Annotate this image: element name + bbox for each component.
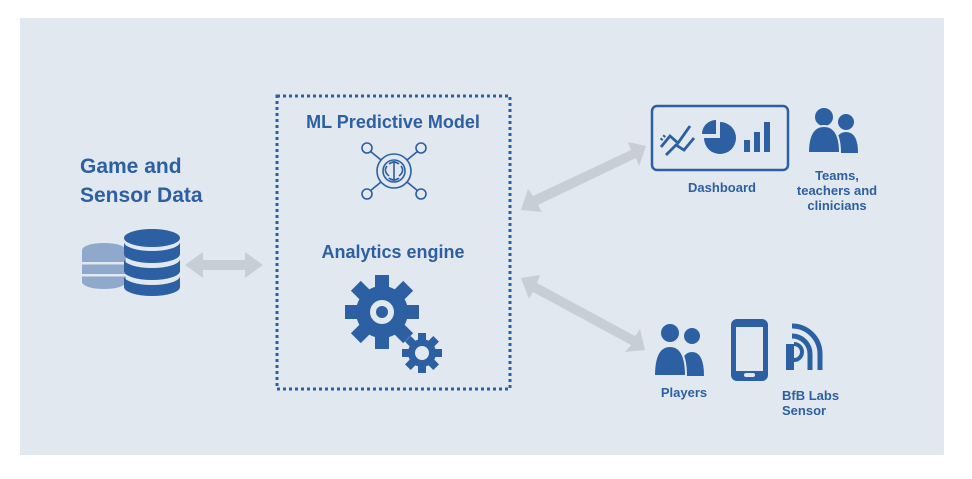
source-title: Game and Sensor Data [80, 152, 203, 210]
phone-icon [731, 319, 768, 381]
gears-icon [345, 275, 442, 373]
analytics-engine-title: Analytics engine [321, 242, 465, 262]
brain-network-icon [361, 142, 427, 200]
people-icon-players [652, 322, 704, 377]
players-label: Players [660, 385, 708, 400]
dashboard-icon [650, 104, 790, 172]
sensor-icon [786, 323, 823, 370]
teams-label-line1: Teams, [815, 168, 859, 183]
model-boundary [275, 94, 512, 391]
bar-chart-icon [744, 122, 770, 152]
arrow-model-players [521, 275, 645, 352]
line-chart-icon [659, 125, 696, 156]
sensor-label-line1: BfB Labs [782, 388, 840, 403]
dashboard-label: Dashboard [688, 180, 756, 195]
database-icon [82, 229, 180, 296]
source-title-line2: Sensor Data [80, 184, 203, 207]
source-title-line1: Game and [80, 155, 182, 178]
teams-label-line3: clinicians [807, 198, 867, 213]
people-icon-teams [806, 106, 858, 154]
pie-chart-icon [702, 120, 736, 154]
sensor-label-line2: Sensor [782, 403, 827, 418]
arrow-source-model [185, 252, 263, 278]
sensor-label: BfB Labs Sensor [782, 388, 862, 418]
arrow-model-dashboard [521, 142, 646, 212]
teams-label-line2: teachers and [796, 183, 878, 198]
teams-label: Teams, teachers and clinicians [782, 168, 892, 213]
ml-model-title: ML Predictive Model [306, 112, 480, 132]
